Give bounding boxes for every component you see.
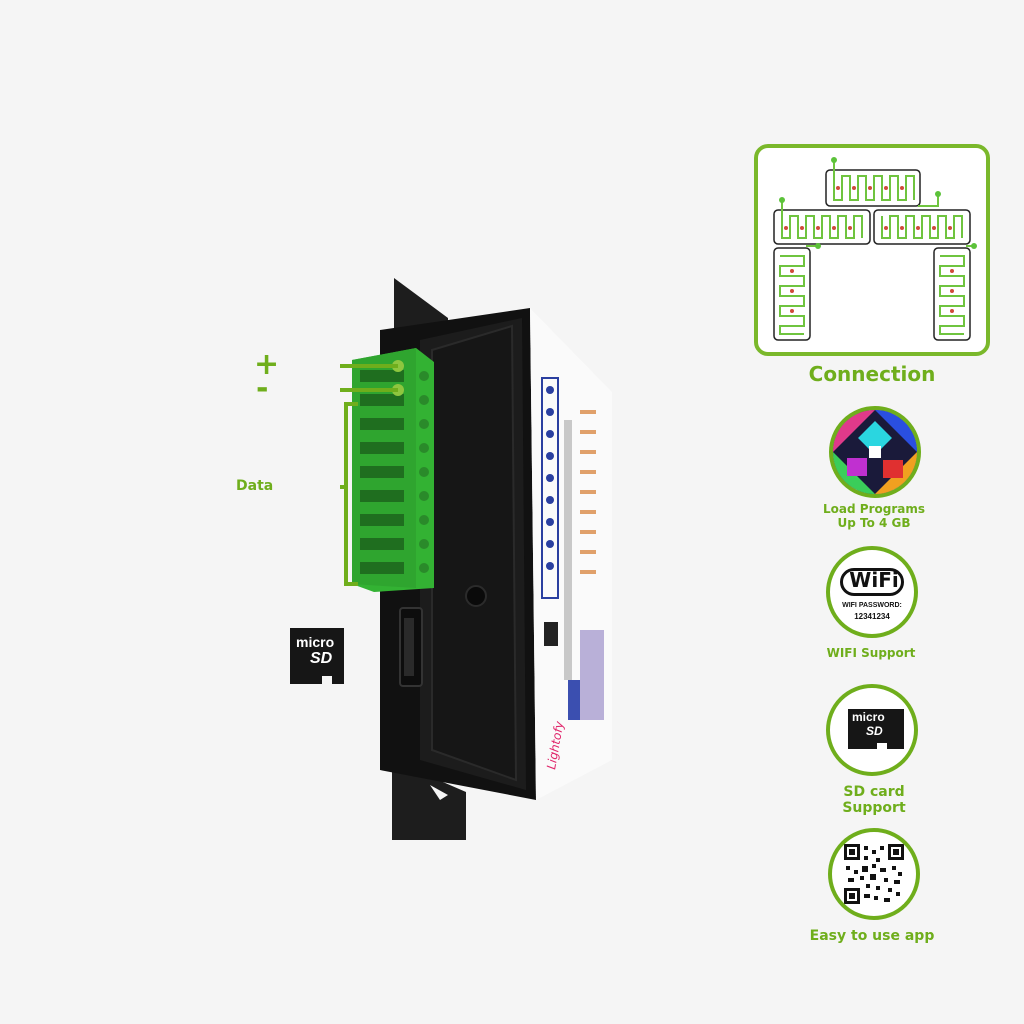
- micro-sd-bottom-text: SD: [310, 650, 333, 667]
- micro-sd-card-shape: [290, 628, 344, 684]
- minus-label: -: [256, 371, 269, 406]
- sd-support-line1: SD card: [843, 784, 905, 800]
- wifi-support-label: WIFI Support: [826, 646, 916, 660]
- plus-label: +: [254, 347, 280, 382]
- qr-code: [844, 844, 904, 904]
- load-programs-line1: Load Programs: [823, 502, 925, 516]
- connection-title: Connection: [808, 362, 936, 386]
- wifi-password-value: 12341234: [854, 612, 890, 621]
- micro-sd-top-text: micro: [296, 634, 335, 650]
- wifi-logo-badge: [840, 568, 904, 596]
- micro-sd-card: micro SD: [288, 626, 346, 686]
- qr-code-icon: [828, 828, 920, 920]
- load-programs-icon: [829, 406, 921, 498]
- wifi-icon: WiFi WIFI PASSWORD: 12341234: [826, 546, 918, 638]
- led-wiring-diagram: [773, 157, 977, 341]
- sd-support-line2: Support: [842, 800, 906, 816]
- sd-card-icon-shape: [848, 709, 904, 749]
- data-label: Data: [236, 478, 274, 494]
- led-controller-device: Lightofy: [340, 278, 612, 840]
- app-label: Easy to use app: [809, 928, 935, 944]
- connection-diagram: [754, 144, 990, 356]
- sd-card-icon: micro SD: [826, 684, 918, 776]
- wifi-password-label: WIFI PASSWORD:: [842, 602, 902, 609]
- sd-icon-bottom-text: SD: [866, 724, 883, 738]
- sd-icon-top-text: micro: [852, 710, 885, 724]
- colorful-programs-icon: [833, 410, 917, 494]
- wifi-logo-text: WiFi: [849, 568, 899, 592]
- load-programs-line2: Up To 4 GB: [837, 516, 911, 530]
